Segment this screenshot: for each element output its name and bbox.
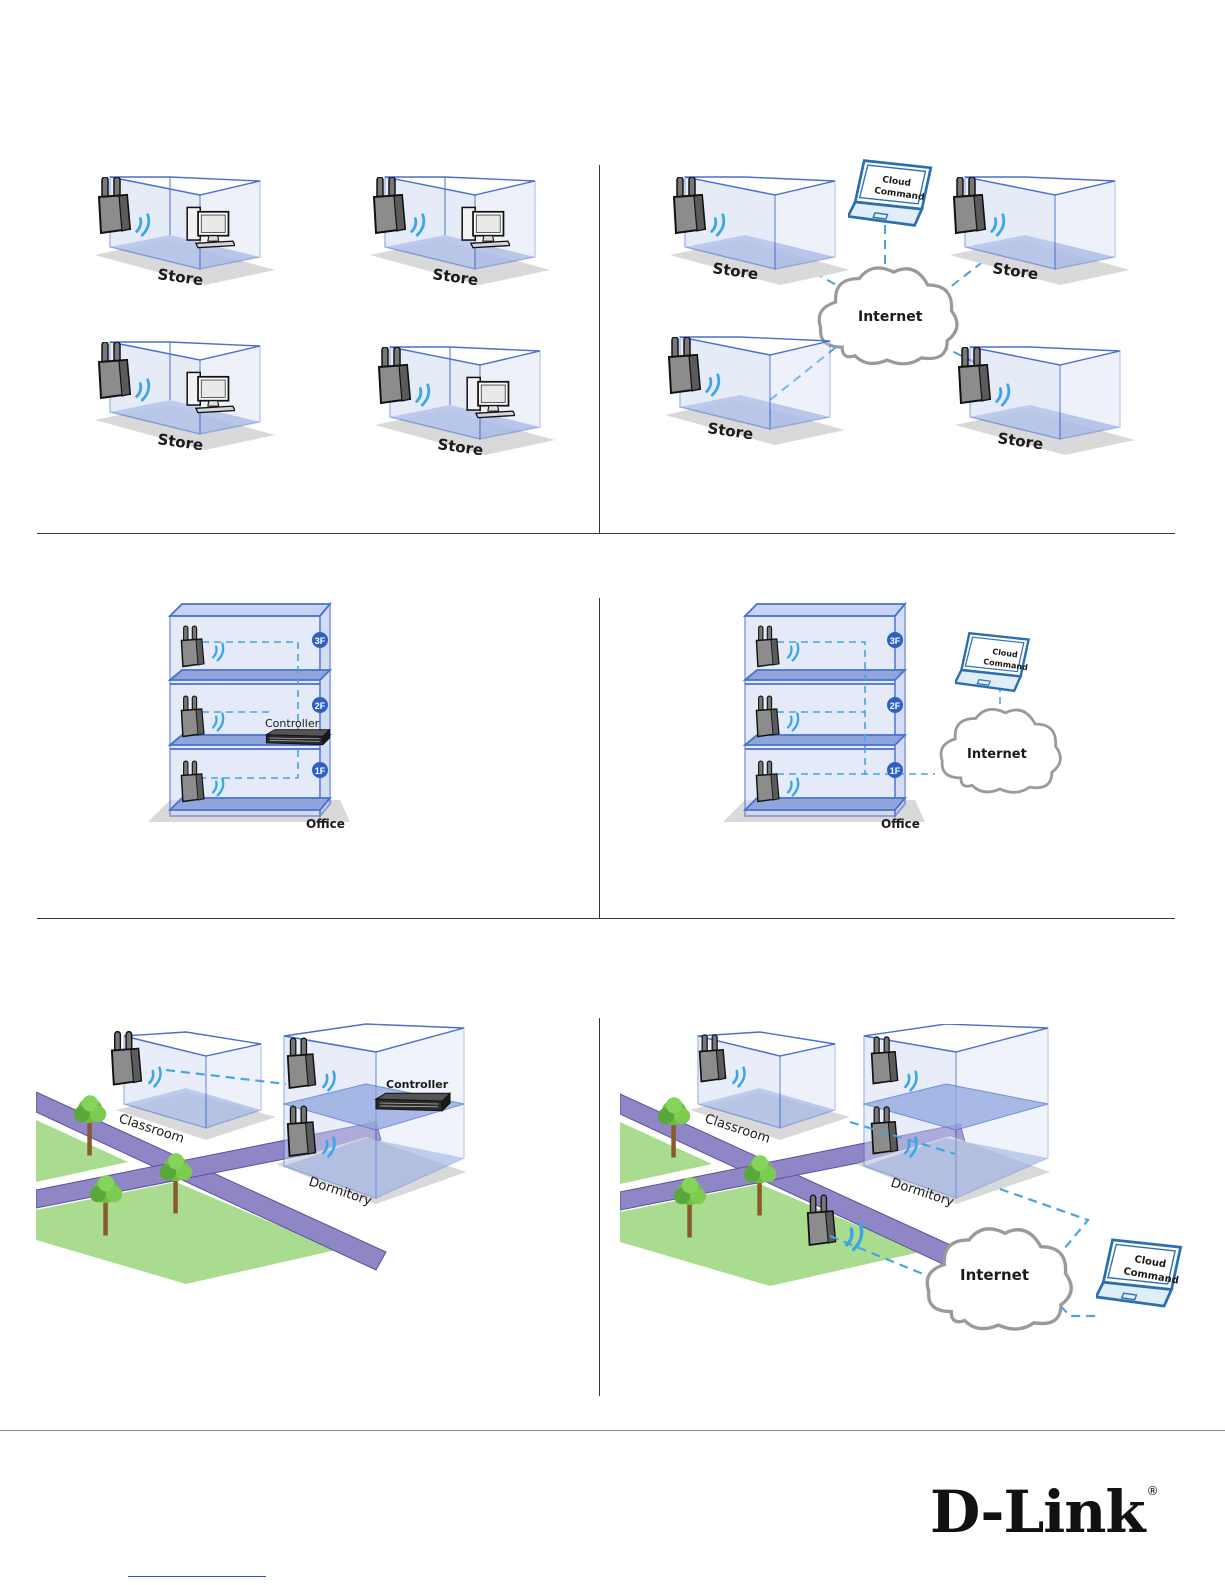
panel-campus-controller: Classroom Controller Dormitory [36, 1022, 476, 1312]
store-building: Store [950, 177, 1130, 285]
cloud-command-laptop: Cloud Command [848, 161, 931, 226]
horizontal-divider [37, 533, 1175, 534]
panel-stores-cloud: Internet Cloud Command Store Store [610, 155, 1190, 455]
panel-stores-standalone: Store Store Store [40, 165, 595, 485]
dormitory-building: Controller Dormitory [276, 1024, 466, 1209]
controller-label: Controller [265, 717, 320, 730]
classroom-building: Classroom [690, 1032, 850, 1147]
vertical-divider [599, 598, 600, 918]
panel-campus-cloud: Classroom Dormitory Internet [620, 1024, 1195, 1334]
footer-link-underline[interactable] [128, 1576, 266, 1577]
store-building: Store [670, 177, 850, 285]
office-label: Office [306, 817, 345, 831]
store-building: Store [955, 347, 1135, 455]
d-link-logo: D-Link® [930, 1478, 1158, 1546]
panel-office-controller: Controller 3F 2F 1F Office [140, 600, 360, 835]
store-building: Store [665, 337, 845, 445]
footer-rule [0, 1430, 1225, 1431]
floor-3-label: 3F [315, 636, 326, 646]
cloud-command-laptop: Cloud Command [1096, 1240, 1181, 1306]
panel-office-cloud: 3F 2F 1F Internet Cloud Command Office [715, 600, 1075, 835]
store-building: Store [370, 177, 550, 289]
store-building: Store [375, 347, 555, 459]
logo-text: D-Link [930, 1478, 1145, 1546]
classroom-building: Classroom [112, 1032, 276, 1147]
floor-2-label: 2F [890, 701, 901, 711]
floor-3-label: 3F [890, 636, 901, 646]
registered-mark: ® [1147, 1484, 1158, 1498]
floor-1-label: 1F [315, 766, 326, 776]
dormitory-building: Dormitory [856, 1024, 1050, 1210]
cloud-command-laptop: Cloud Command [955, 633, 1029, 691]
vertical-divider [599, 165, 600, 533]
internet-label: Internet [960, 1266, 1029, 1284]
office-label: Office [881, 817, 920, 831]
floor-2-label: 2F [315, 701, 326, 711]
horizontal-divider [37, 918, 1175, 919]
store-building: Store [95, 177, 275, 289]
controller-switch-icon [376, 1093, 450, 1111]
internet-label: Internet [858, 309, 923, 325]
floor-1-label: 1F [890, 766, 901, 776]
internet-label: Internet [967, 747, 1027, 762]
controller-switch-icon [266, 730, 329, 745]
store-building: Store [95, 342, 275, 454]
vertical-divider [599, 1018, 600, 1396]
controller-label: Controller [386, 1078, 449, 1091]
